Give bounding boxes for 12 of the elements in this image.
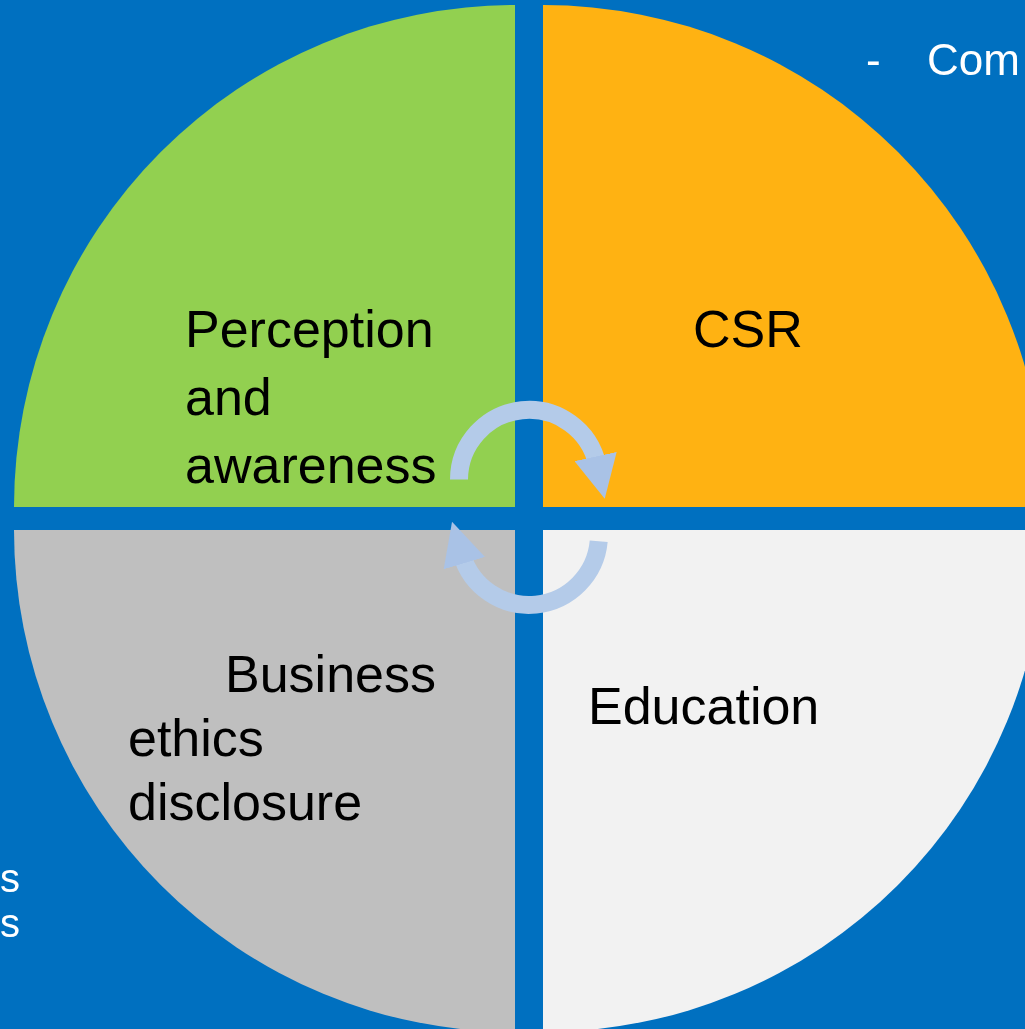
quadrant-segment: [543, 530, 1025, 1029]
curved-arrow: [444, 522, 608, 614]
segment-label: Perception and awareness: [185, 299, 438, 496]
curved-arrow: [450, 400, 616, 499]
segment-label: Education: [588, 676, 821, 737]
segment-label: Business ethics disclosure: [128, 644, 437, 833]
text-fragment: s: [0, 858, 20, 898]
text-fragment: -: [866, 38, 881, 82]
segment-label: CSR: [693, 299, 804, 360]
quadrant-segment: [543, 5, 1025, 507]
text-fragment: s: [0, 903, 20, 943]
text-fragment: Com: [927, 38, 1020, 82]
